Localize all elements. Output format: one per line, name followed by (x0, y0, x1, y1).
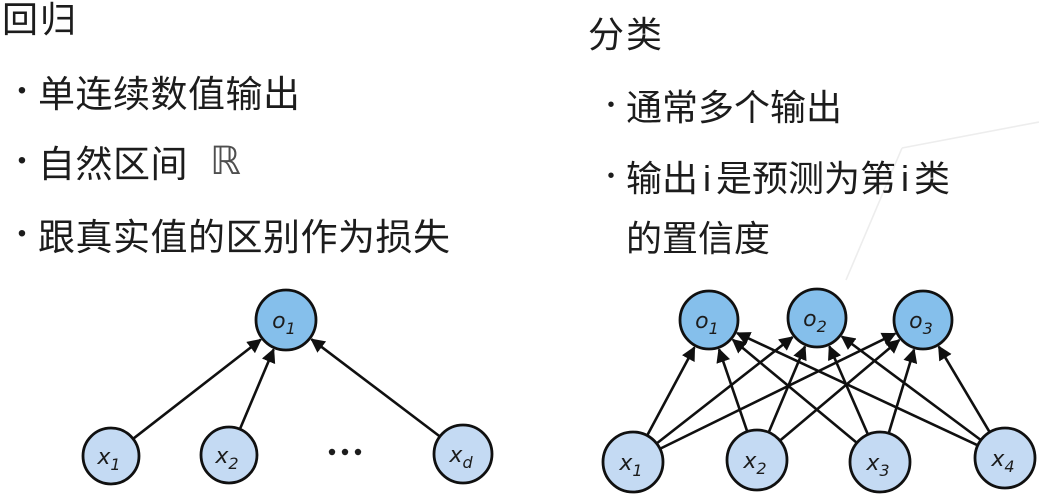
classification-node-label-o1: o1 (695, 309, 719, 338)
classification-bullet-1: • 通常多个输出 (596, 81, 842, 129)
classification-node-x1: x1 (601, 430, 665, 494)
regression-bullet-2: • 自然区间 ℝ (6, 137, 241, 186)
regression-edge-x1-o1 (133, 338, 262, 440)
classification-edge-x2-o2 (767, 345, 807, 432)
regression-bullet-3-text: 跟真实值的区别作为损失 (38, 217, 451, 258)
classification-node-o1: o1 (678, 289, 740, 351)
classification-node-label-o2: o2 (803, 307, 827, 336)
classification-node-o2: o2 (786, 287, 848, 349)
bullet-icon: • (607, 164, 615, 187)
regression-ellipsis-icon (328, 448, 362, 456)
classification-node-x4: x4 (973, 426, 1037, 490)
regression-node-label-o1: o1 (272, 309, 296, 338)
regression-node-o1: o1 (254, 288, 318, 352)
classification-bullet-1-text: 通常多个输出 (626, 87, 843, 128)
classification-edge-x4-o1 (735, 331, 978, 447)
classification-bullet-2-line-1: 输出 i 是预测为第 i 类 (626, 158, 951, 199)
classification-edge-x4-o3 (937, 345, 991, 433)
classification-node-label-o3: o3 (909, 309, 933, 338)
bullet-icon: • (17, 77, 27, 104)
regression-bullet-2-text: 自然区间 (38, 144, 188, 185)
classification-edge-x1-o3 (660, 332, 897, 450)
watermark-line-1 (901, 121, 1039, 149)
watermark-line-2 (845, 147, 903, 281)
classification-edge-x3-o3 (887, 348, 918, 433)
classification-title: 分类 (588, 14, 665, 55)
classification-edge-x4-o2 (840, 335, 981, 441)
classification-node-label-x4: x4 (990, 447, 1014, 476)
classification-edge-x2-o3 (779, 338, 901, 442)
regression-node-label-x1: x1 (96, 445, 120, 474)
classification-edge-x1-o2 (656, 336, 794, 444)
classification-node-label-x2: x2 (742, 449, 766, 478)
regression-bullet-1-text: 单连续数值输出 (38, 74, 301, 115)
regression-node-xd: xd (432, 423, 494, 485)
regression-edge-x2-o1 (239, 348, 276, 429)
classification-node-o3: o3 (892, 289, 954, 351)
classification-node-label-x3: x3 (865, 451, 889, 480)
regression-title: 回归 (2, 0, 79, 40)
classification-edge-x1-o1 (646, 346, 696, 436)
regression-bullet-1: • 单连续数值输出 (6, 67, 301, 115)
bullet-icon: • (17, 147, 27, 174)
classification-edge-x3-o2 (828, 345, 869, 435)
regression-edge-xd-o1 (310, 338, 440, 437)
classification-bullet-2-line-2: 的置信度 (626, 218, 771, 259)
regression-node-label-xd: xd (448, 443, 473, 472)
classification-node-x2: x2 (725, 428, 789, 492)
regression-node-x2: x2 (199, 425, 259, 485)
classification-node-label-x1: x1 (618, 451, 642, 480)
regression-bullet-3: • 跟真实值的区别作为损失 (6, 210, 451, 258)
bullet-icon: • (607, 93, 615, 116)
classification-edge-x3-o1 (731, 338, 857, 444)
classification-edge-x2-o1 (716, 347, 749, 432)
regression-node-label-x2: x2 (214, 444, 238, 473)
classification-node-x3: x3 (848, 430, 912, 494)
classification-bullet-2: • 输出 i 是预测为第 i 类 (596, 152, 950, 200)
regression-node-x1: x1 (81, 426, 141, 486)
real-numbers-symbol: ℝ (210, 139, 241, 183)
classification-bullet-2-continued: 的置信度 (626, 212, 770, 260)
bullet-icon: • (17, 220, 27, 247)
